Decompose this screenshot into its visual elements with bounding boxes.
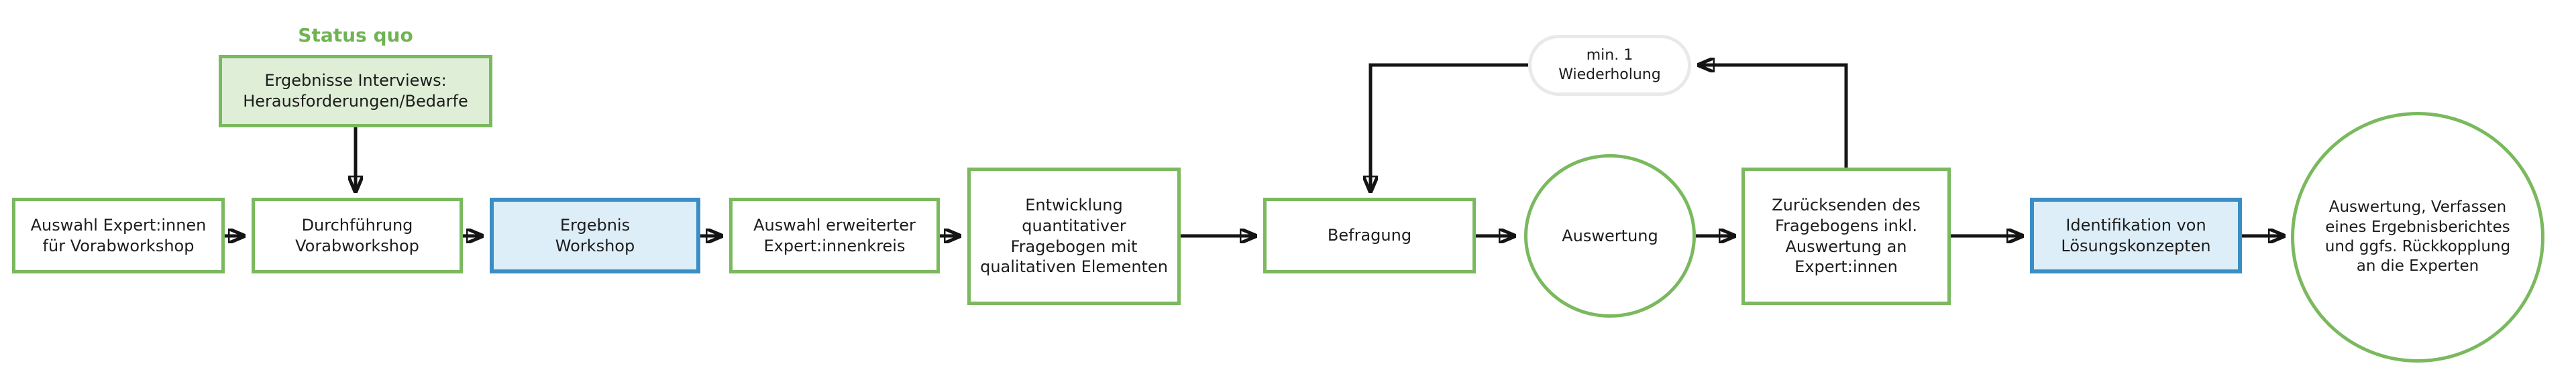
min-wiederholung-label: min. 1 Wiederholung bbox=[1558, 47, 1661, 83]
node-abschluss-auswertung: Auswertung, Verfassen eines Ergebnisberi… bbox=[2291, 112, 2544, 363]
node-min-wiederholung: min. 1 Wiederholung bbox=[1528, 35, 1691, 96]
node-label: Entwicklung quantitativer Fragebogen mit… bbox=[980, 196, 1168, 277]
node-befragung: Befragung bbox=[1263, 198, 1476, 273]
node-auswahl-erweiterter-kreis: Auswahl erweiterter Expert:innenkreis bbox=[729, 198, 940, 273]
status-quo-title: Status quo bbox=[298, 24, 413, 46]
loop-line-zuruecksenden-to-wiederholung bbox=[1699, 65, 1848, 168]
node-label: Ergebnis Workshop bbox=[555, 215, 635, 255]
node-label: Durchführung Vorabworkshop bbox=[295, 215, 419, 255]
status-quo-box: Ergebnisse Interviews: Herausforderungen… bbox=[219, 55, 492, 127]
node-label: Zurücksenden des Fragebogens inkl. Auswe… bbox=[1772, 196, 1921, 277]
node-identifikation-loesungskonzepte: Identifikation von Lösungskonzepten bbox=[2030, 198, 2242, 273]
node-entwicklung-fragebogen: Entwicklung quantitativer Fragebogen mit… bbox=[967, 168, 1181, 305]
loop-line-wiederholung-to-befragung bbox=[1371, 63, 1528, 192]
node-label: Auswertung, Verfassen eines Ergebnisberi… bbox=[2324, 198, 2511, 275]
node-label: Auswertung bbox=[1562, 226, 1658, 245]
node-label: Befragung bbox=[1327, 226, 1412, 245]
status-quo-box-label: Ergebnisse Interviews: Herausforderungen… bbox=[243, 71, 468, 111]
node-auswahl-expertinnen: Auswahl Expert:innen für Vorabworkshop bbox=[12, 198, 225, 273]
node-label: Auswahl erweiterter Expert:innenkreis bbox=[753, 215, 916, 255]
node-label: Auswahl Expert:innen für Vorabworkshop bbox=[30, 215, 207, 255]
node-ergebnis-workshop: Ergebnis Workshop bbox=[490, 198, 700, 273]
node-zuruecksenden-fragebogen: Zurücksenden des Fragebogens inkl. Auswe… bbox=[1741, 168, 1951, 305]
node-label: Identifikation von Lösungskonzepten bbox=[2061, 215, 2211, 255]
node-auswertung: Auswertung bbox=[1524, 154, 1696, 318]
node-durchfuehrung-vorabworkshop: Durchführung Vorabworkshop bbox=[252, 198, 463, 273]
